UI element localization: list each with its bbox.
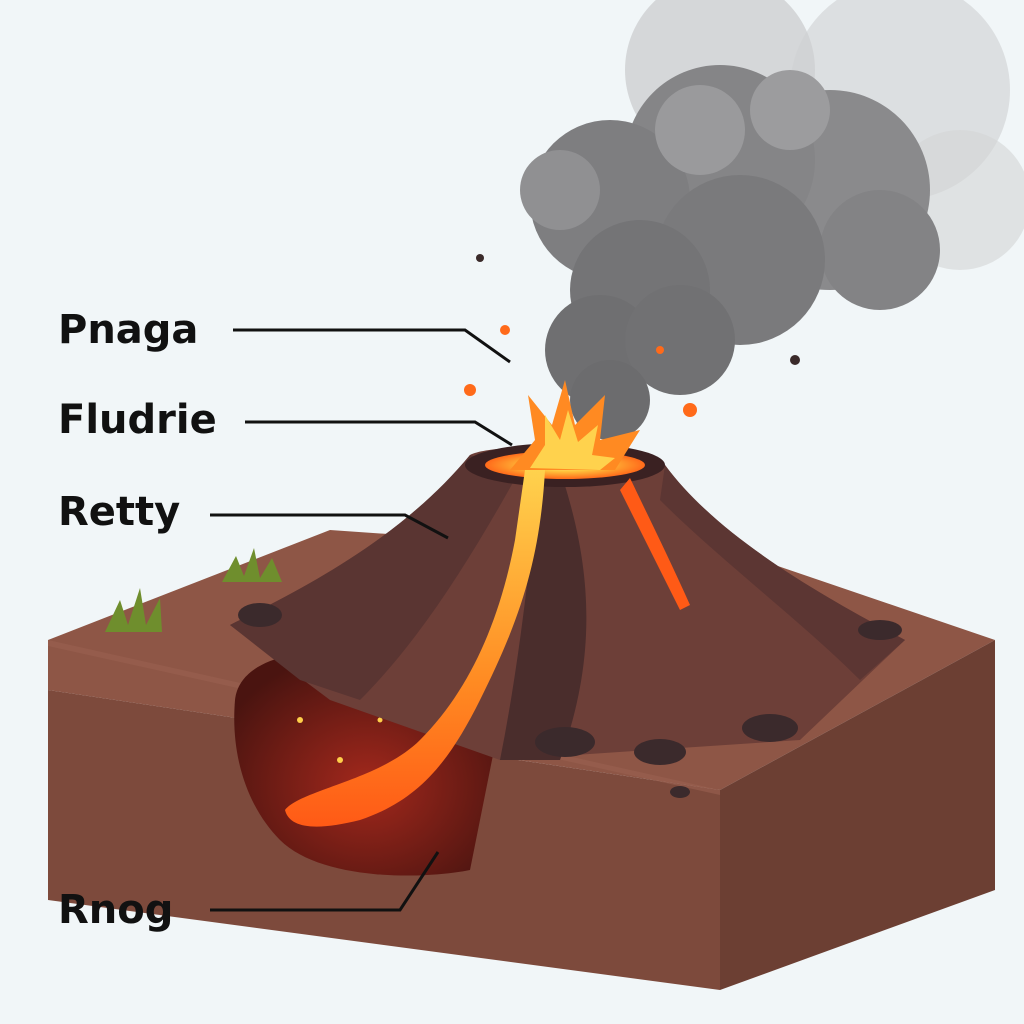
label-rnog: Rnog [58, 887, 174, 933]
leader-line-0 [233, 328, 511, 364]
label-fludrie: Fludrie [58, 397, 217, 443]
leader-line-2 [210, 513, 449, 540]
lava-flow [285, 470, 690, 827]
smoke-cloud [520, 0, 1024, 440]
grass-tufts [105, 548, 282, 632]
rocks [238, 603, 902, 798]
label-retty: Retty [58, 489, 181, 535]
leader-line-3 [210, 851, 440, 912]
label-pnaga: Pnaga [58, 307, 199, 353]
leader-lines [210, 328, 513, 912]
eruption-burst [464, 254, 800, 470]
leader-line-1 [245, 420, 513, 447]
